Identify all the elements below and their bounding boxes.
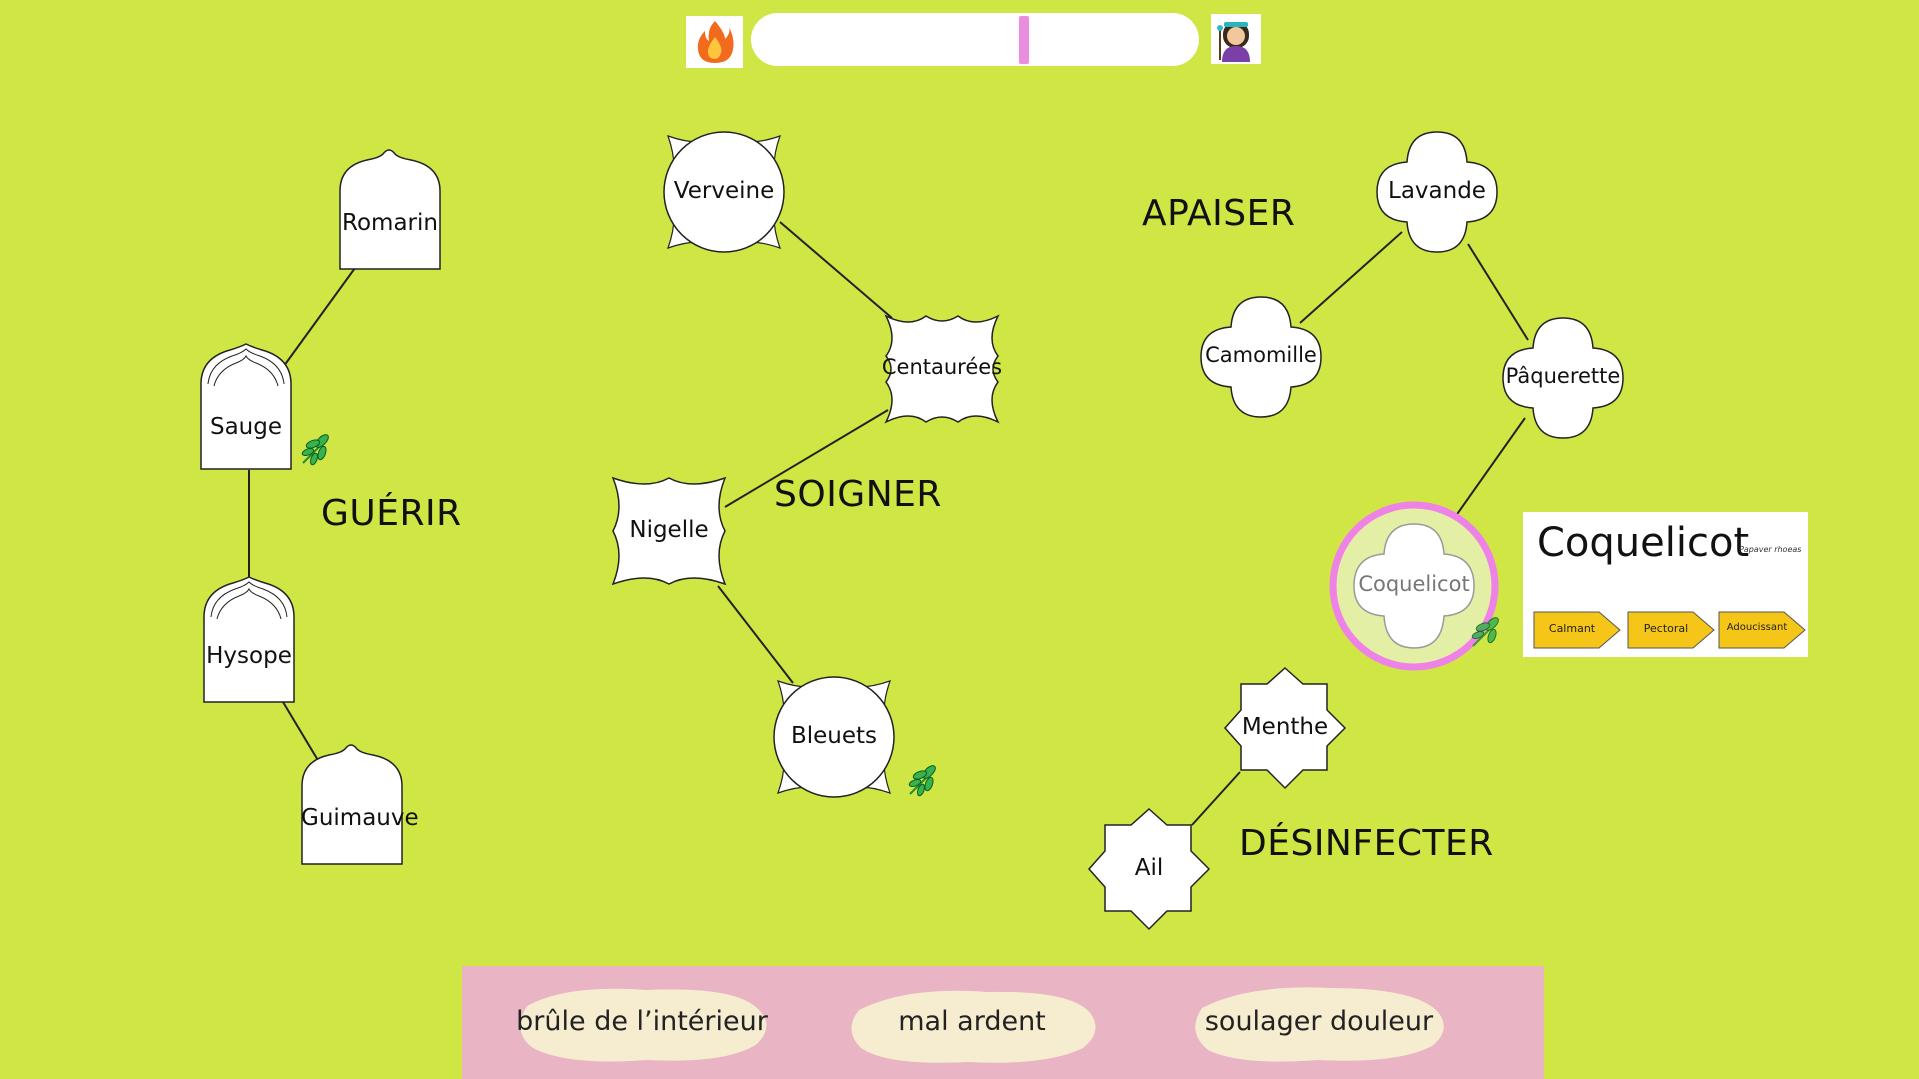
plant-label: Bleuets	[790, 723, 878, 749]
leaf-icon	[300, 432, 334, 466]
tag-arrow-shape	[1718, 611, 1806, 649]
quatrefoil-shape	[1200, 296, 1322, 418]
plant-label: Centaurées	[881, 355, 1003, 379]
category-label-desinfecter: DÉSINFECTER	[1239, 823, 1494, 864]
link-menthe-ail	[1191, 771, 1241, 826]
symptom-label: soulager douleur	[1204, 1006, 1434, 1037]
plant-label: Guimauve	[301, 805, 419, 831]
quatrefoil-shape	[1502, 317, 1624, 439]
mage-woman-icon	[1217, 22, 1250, 62]
symptom-card-2[interactable]: mal ardent	[837, 976, 1107, 1071]
star-shape	[1087, 807, 1211, 931]
fire-button[interactable]	[686, 16, 743, 68]
plant-label: Sauge	[209, 414, 283, 440]
link-lavande-paquerette	[1467, 243, 1529, 341]
link-verveine-centaurees	[779, 221, 893, 319]
plant-node-verveine[interactable]: Verveine	[662, 130, 786, 254]
plant-node-paquerette[interactable]: Pâquerette	[1501, 316, 1625, 440]
leaf-icon	[1470, 615, 1504, 649]
selection-ring	[1329, 501, 1499, 671]
category-label-guerir: GUÉRIR	[321, 493, 462, 534]
arch-shape	[301, 744, 403, 865]
category-label-apaiser: APAISER	[1142, 193, 1296, 234]
plant-label: Hysope	[206, 643, 292, 669]
tag-arrow-shape	[1533, 611, 1621, 649]
plant-label: Menthe	[1241, 714, 1329, 740]
paint-stroke	[1195, 987, 1444, 1062]
arch-shape-ornate	[200, 343, 292, 470]
symptoms-panel: brûle de l’intérieur mal ardent soulager…	[462, 966, 1544, 1079]
info-card-title: Coquelicot	[1537, 520, 1750, 566]
category-label-soigner: SOIGNER	[774, 474, 942, 515]
link-paquerette-coquelicot	[1447, 417, 1526, 528]
plant-label: Romarin	[342, 210, 438, 236]
tag-label: Pectoral	[1643, 622, 1689, 635]
paint-stroke	[520, 988, 767, 1062]
plant-label: Coquelicot	[1358, 572, 1470, 596]
plant-label: Verveine	[673, 178, 775, 204]
plant-node-bleuets[interactable]: Bleuets	[772, 675, 896, 799]
plant-label: Ail	[1134, 855, 1164, 881]
fire-icon	[697, 21, 733, 63]
quatrefoil-shape	[1376, 131, 1498, 253]
symptom-label: brûle de l’intérieur	[516, 1006, 768, 1037]
tag-label: Calmant	[1548, 622, 1596, 635]
plant-node-ail[interactable]: Ail	[1087, 807, 1211, 931]
symptom-card-3[interactable]: soulager douleur	[1184, 976, 1454, 1071]
symptom-card-1[interactable]: brûle de l’intérieur	[507, 976, 777, 1071]
tag-arrow-shape	[1627, 611, 1715, 649]
plant-node-guimauve[interactable]: Guimauve	[301, 741, 419, 865]
plant-label: Lavande	[1388, 178, 1486, 204]
paint-stroke	[851, 990, 1096, 1063]
pillow-shape	[884, 314, 1000, 424]
pillow-shape	[773, 676, 895, 798]
plant-node-menthe[interactable]: Menthe	[1223, 666, 1347, 790]
plant-label: Nigelle	[629, 517, 709, 543]
plant-node-camomille[interactable]: Camomille	[1199, 295, 1323, 419]
tag-label: Adoucissant	[1726, 622, 1788, 633]
property-tag-calmant[interactable]: Calmant	[1533, 610, 1621, 650]
plant-node-coquelicot-selected[interactable]: Coquelicot	[1329, 501, 1499, 671]
property-tag-adoucissant[interactable]: Adoucissant	[1718, 610, 1806, 650]
plant-node-centaurees[interactable]: Centaurées	[880, 310, 1004, 428]
info-card-latin-name: Papaver rhoeas	[1739, 545, 1802, 554]
arch-shape	[339, 149, 441, 270]
symptom-label: mal ardent	[898, 1006, 1046, 1037]
plant-node-lavande[interactable]: Lavande	[1375, 130, 1499, 254]
link-centaurees-nigelle	[724, 409, 889, 508]
plant-info-card: Coquelicot Papaver rhoeas Calmant Pector…	[1523, 512, 1808, 657]
plant-node-nigelle[interactable]: Nigelle	[607, 472, 731, 590]
pillow-shape	[611, 476, 727, 586]
plant-node-sauge[interactable]: Sauge	[200, 343, 292, 470]
plant-node-romarin[interactable]: Romarin	[339, 146, 441, 270]
property-tag-pectoral[interactable]: Pectoral	[1627, 610, 1715, 650]
plant-label: Pâquerette	[1505, 364, 1621, 388]
star-shape	[1223, 666, 1347, 790]
plant-node-hysope[interactable]: Hysope	[203, 576, 295, 703]
plant-label: Camomille	[1205, 343, 1317, 367]
link-romarin-sauge	[280, 267, 356, 371]
arch-shape-ornate	[203, 576, 295, 703]
progress-bar	[751, 13, 1199, 66]
link-nigelle-bleuets	[717, 585, 794, 684]
pillow-shape	[663, 131, 785, 253]
progress-marker	[1019, 16, 1029, 64]
leaf-icon	[907, 763, 941, 797]
link-lavande-camomille	[1299, 231, 1403, 324]
avatar[interactable]	[1211, 14, 1261, 64]
